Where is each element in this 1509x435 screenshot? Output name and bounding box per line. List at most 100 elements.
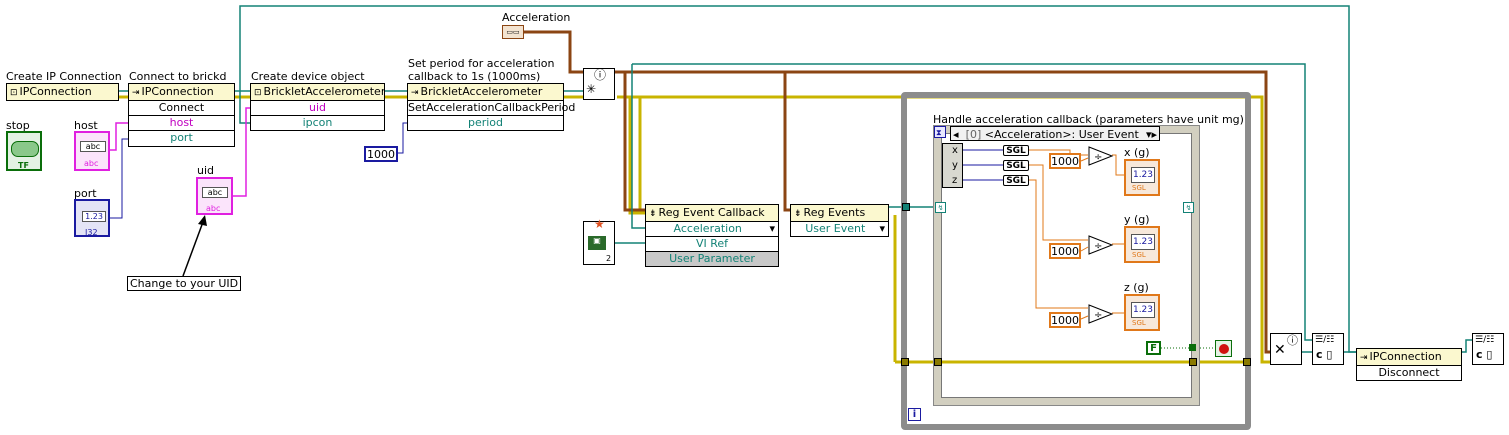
y-indicator-label: y (g) [1124,213,1150,226]
reg-events-title: Reg Events [803,206,866,219]
y-const-wire [1080,246,1089,252]
invoke-icon: ⇥ [1360,353,1368,363]
disconnect-node-title: IPConnection [1369,350,1442,363]
constructor-icon: ⊡ [10,88,18,98]
timeout-terminal[interactable]: ⧗ [934,126,946,138]
uid-pointer-head [198,215,207,226]
error-handler-node-1[interactable]: ☰/☷ c ▯ [1312,333,1344,365]
handle-callback-label: Handle acceleration callback (parameters… [933,113,1244,126]
clear-error-icon: c ▯ [1476,348,1493,361]
dynamic-event-terminal-right: ↯ [1183,202,1194,213]
uid-control[interactable]: abc abc [196,177,233,215]
loop-condition-terminal[interactable] [1215,340,1232,357]
event-icon: ⓘ [1287,334,1298,347]
event-reg-wire-top [583,70,1272,354]
divide-z-node[interactable]: ÷ [1088,304,1114,324]
event-icon: ⓘ [594,68,607,82]
change-uid-note: Change to your UID [127,276,242,291]
create-ipconnection-node[interactable]: ⊡IPConnection [6,83,119,101]
disconnect-node[interactable]: ⇥IPConnection Disconnect [1356,348,1462,381]
host-control[interactable]: abc abc [74,131,110,171]
z-indicator-label: z (g) [1124,281,1149,294]
error-handler-node-2[interactable]: ☰/☷ c ▯ [1472,333,1504,365]
host-label: host [74,119,98,132]
connect-node[interactable]: ⇥IPConnection Connect host port [128,83,235,147]
register-icon: ⇟ [794,209,802,219]
case-index: [0] [965,128,982,141]
reg-cb-user-parameter: User Parameter [646,252,778,266]
param-y: y [952,160,958,171]
reg-events-node[interactable]: ⇟Reg Events User Event ▾ [790,204,889,237]
invoke-icon: ⇥ [411,88,419,98]
vi-icon: ▣ [588,236,606,250]
reg-events-event[interactable]: User Event ▾ [791,222,888,236]
event-reg-wire [783,72,790,212]
port-wire [110,138,128,219]
to-sgl-y[interactable]: SGL [1003,160,1029,171]
vi-reference-node[interactable]: ★ ▣ 2 [583,218,615,265]
divide-y-node[interactable]: ÷ [1088,235,1114,255]
y-indicator[interactable]: 1.23 SGL [1124,226,1160,263]
constructor-icon: ⊡ [254,88,262,98]
x-indicator[interactable]: 1.23 SGL [1124,159,1160,196]
dynamic-event-terminal-left: ↯ [935,202,946,213]
uid-label: uid [197,164,215,177]
reg-cb-viref: VI Ref [646,237,778,252]
device-to-regcb [631,64,645,229]
set-callback-period-node[interactable]: ⇥BrickletAccelerometer SetAccelerationCa… [407,83,575,131]
divide-x-node[interactable]: ÷ [1088,146,1114,166]
connect-method: Connect [129,101,234,116]
invoke-icon: ⇥ [132,88,140,98]
port-control[interactable]: 1.23 I32 [74,199,110,237]
period-wire [397,122,407,154]
uid-display: abc [202,187,228,198]
create-device-node[interactable]: ⊡BrickletAccelerometer uid ipcon [250,83,385,131]
z-display: 1.23 [1131,302,1155,318]
divisor-z[interactable]: 1000 [1049,312,1081,328]
connect-label: Connect to brickd [129,70,227,83]
divisor-y[interactable]: 1000 [1049,243,1081,259]
divisor-x[interactable]: 1000 [1049,153,1081,169]
toggle-icon [11,141,39,157]
svg-text:÷: ÷ [1094,241,1102,252]
false-constant[interactable]: F [1146,341,1161,355]
period-constant[interactable]: 1000 [364,146,398,162]
dropdown-arrow-icon: ▾ [769,222,775,235]
reg-cb-acceleration[interactable]: Acceleration ▾ [646,222,778,237]
stop-control[interactable]: TF [6,131,42,171]
create-user-event-node[interactable]: ⓘ ✳ [583,68,615,100]
ref-glyph: ▭▭ [506,28,520,36]
ipconnection-title: IPConnection [19,85,92,98]
param-z: z [952,175,958,186]
x-display: 1.23 [1131,167,1155,183]
stop-label: stop [6,119,30,132]
z-float-wire [1029,179,1088,309]
to-sgl-x[interactable]: SGL [1003,145,1029,156]
error-tunnel-case-left [934,358,942,366]
callback-icon: ⇟ [649,209,657,219]
z-indicator[interactable]: 1.23 SGL [1124,294,1160,331]
create-ip-label: Create IP Connection [6,70,122,83]
hourglass-icon: ⧗ [936,128,942,137]
dropdown-arrow-icon: ▾ [879,222,885,235]
event-data-node[interactable]: x y z [942,143,963,188]
to-sgl-z[interactable]: SGL [1003,175,1029,186]
host-type: abc [84,159,99,168]
set-period-label: Set period for acceleration callback to … [408,57,555,83]
acceleration-wire [523,30,583,74]
reg-event-callback-node[interactable]: ⇟Reg Event Callback Acceleration ▾ VI Re… [645,204,779,267]
error-wire [118,95,1270,364]
error-wire-inner [628,97,645,215]
z-type: SGL [1132,319,1146,327]
x-out-wire [1112,154,1124,176]
event-case-selector[interactable]: ◂ [0] <Acceleration>: User Event ▾▸ [950,126,1160,141]
x-indicator-label: x (g) [1124,146,1150,159]
acceleration-event-ref[interactable]: ▭▭ [502,25,524,39]
host-wire [110,122,128,151]
reg-cb-title: Reg Event Callback [658,206,765,219]
accel-ref-wire [623,72,645,212]
while-loop-frame[interactable] [901,92,1251,430]
port-terminal: port [170,131,193,144]
error-tunnel-right [1243,358,1251,366]
unregister-events-node[interactable]: ✕ ⓘ [1270,333,1302,365]
